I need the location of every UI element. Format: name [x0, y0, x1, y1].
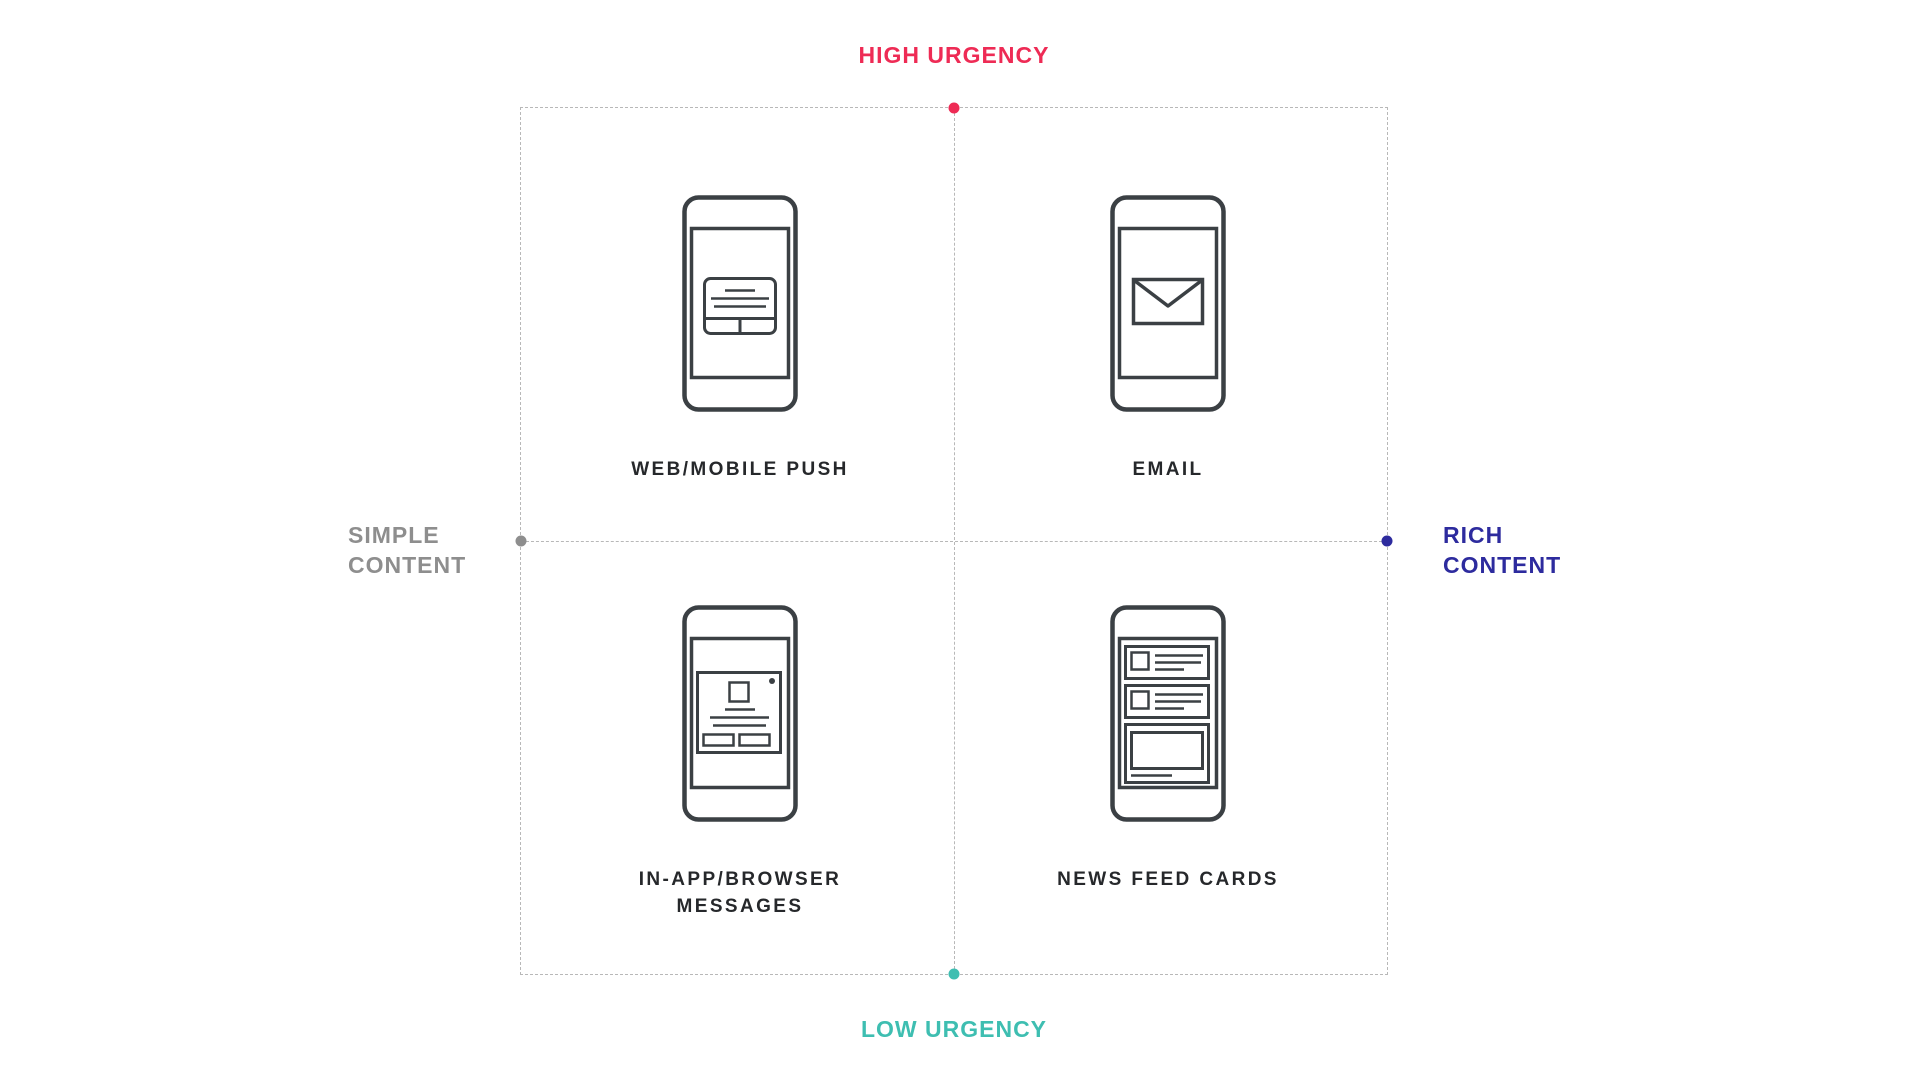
- caption-line: IN-APP/BROWSER: [638, 869, 842, 890]
- phone-in-app-message-icon: [682, 605, 798, 822]
- phone-push-notification-icon: [682, 195, 798, 412]
- axis-label-simple-content: SIMPLE CONTENT: [348, 520, 466, 580]
- phone-news-feed-icon: [1110, 605, 1226, 822]
- caption-line: WEB/MOBILE PUSH: [631, 459, 849, 480]
- low-urgency-dot: [948, 968, 960, 980]
- axis-label-line: SIMPLE: [348, 522, 440, 548]
- quadrant-caption: IN-APP/BROWSER MESSAGES: [639, 866, 842, 920]
- high-urgency-dot: [948, 102, 960, 114]
- phone-email-icon: [1110, 195, 1226, 412]
- axis-label-low-urgency: LOW URGENCY: [860, 1016, 1048, 1042]
- axis-label-high-urgency: HIGH URGENCY: [858, 42, 1050, 68]
- axis-label-line: CONTENT: [1443, 552, 1562, 578]
- caption-line: EMAIL: [1132, 459, 1204, 480]
- axis-label-line: CONTENT: [348, 552, 467, 578]
- quadrant-caption: WEB/MOBILE PUSH: [631, 456, 849, 483]
- caption-line: NEWS FEED CARDS: [1057, 869, 1279, 890]
- quadrant-in-app-browser-messages: IN-APP/BROWSER MESSAGES: [580, 605, 900, 920]
- rich-content-dot: [1381, 535, 1393, 547]
- axis-label-line: RICH: [1443, 522, 1504, 548]
- quadrant-web-mobile-push: WEB/MOBILE PUSH: [580, 195, 900, 483]
- caption-line: MESSAGES: [676, 896, 804, 917]
- center-horizontal-axis-line: [521, 541, 1387, 542]
- quadrant-email: EMAIL: [1008, 195, 1328, 483]
- simple-content-dot: [515, 535, 527, 547]
- matrix-grid-border: [515, 102, 1393, 980]
- axis-label-rich-content: RICH CONTENT: [1443, 520, 1561, 580]
- quadrant-caption: EMAIL: [1132, 456, 1203, 483]
- quadrant-news-feed-cards: NEWS FEED CARDS: [1008, 605, 1328, 893]
- quadrant-caption: NEWS FEED CARDS: [1057, 866, 1279, 893]
